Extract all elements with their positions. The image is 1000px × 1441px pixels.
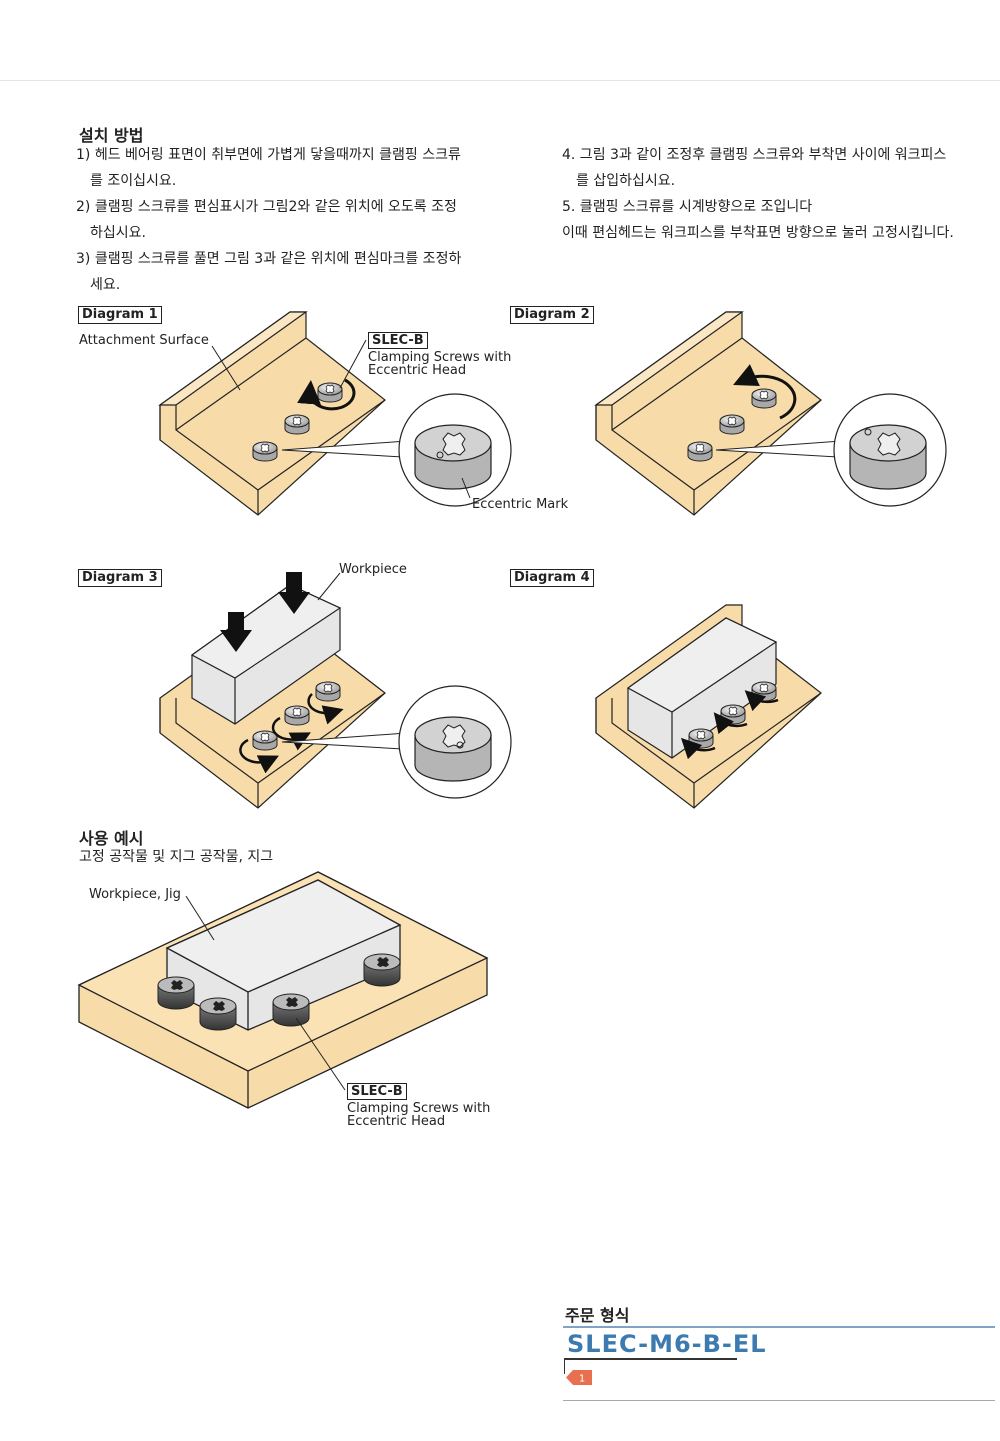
eccentric-mark-label: Eccentric Mark xyxy=(472,497,569,512)
order-rule xyxy=(563,1326,995,1328)
diagram-3-label: Diagram 3 xyxy=(78,569,162,587)
step-4-line-1: 4. 그림 3과 같이 조정후 클램핑 스크류와 부착면 사이에 워크피스 xyxy=(562,147,947,163)
order-tag-icon: 1 xyxy=(566,1370,592,1385)
step-4-line-2: 를 삽입하십시요. xyxy=(576,173,676,189)
workpiece-jig-label: Workpiece, Jig xyxy=(89,887,181,902)
order-title: 주문 형식 xyxy=(565,1306,630,1325)
step-3-line-1: 3) 클램핑 스크류를 풀면 그림 3과 같은 위치에 편심마크를 조정하 xyxy=(76,251,462,267)
diagram-4-figure xyxy=(595,604,822,809)
install-steps-right: 4. 그림 3과 같이 조정후 클램핑 스크류와 부착면 사이에 워크피스 를 … xyxy=(562,142,996,246)
install-steps-left: 1) 헤드 베어링 표면이 취부면에 가볍게 닿을때까지 클램핑 스크류 를 조… xyxy=(76,142,521,298)
order-bottom-rule xyxy=(563,1400,995,1401)
attachment-surface-label: Attachment Surface xyxy=(79,333,209,348)
diagram-2-figure xyxy=(594,311,947,516)
step-5-line-2: 이때 편심헤드는 워크피스를 부착표면 방향으로 눌러 고정시킵니다. xyxy=(562,225,954,241)
diagram-1-figure xyxy=(158,311,512,516)
diagram-3-figure xyxy=(159,572,512,809)
step-1-line-2: 를 조이십시요. xyxy=(90,173,177,189)
clamping-screws-label-line-1: Clamping Screws with xyxy=(368,350,512,365)
usage-clamping-label-line-2: Eccentric Head xyxy=(347,1114,446,1129)
order-code-underline xyxy=(564,1358,737,1360)
order-code: SLEC-M6-B-EL xyxy=(567,1330,767,1358)
diagram-4-label: Diagram 4 xyxy=(510,569,594,587)
step-5-line-1: 5. 클램핑 스크류를 시계방향으로 조입니다 xyxy=(562,199,813,215)
usage-title: 사용 예시 xyxy=(79,829,144,848)
step-3-line-2: 세요. xyxy=(90,277,121,293)
header-rule xyxy=(0,80,1000,81)
slec-b-label-usage: SLEC-B xyxy=(347,1083,407,1100)
usage-figure xyxy=(77,871,489,1109)
diagram-2-label: Diagram 2 xyxy=(510,306,594,324)
usage-clamping-label-line-1: Clamping Screws with xyxy=(347,1101,491,1116)
step-1-line-1: 1) 헤드 베어링 표면이 취부면에 가볍게 닿을때까지 클램핑 스크류 xyxy=(76,147,461,163)
order-tag-text: 1 xyxy=(579,1374,585,1385)
usage-subtitle: 고정 공작물 및 지그 공작물, 지그 xyxy=(79,849,274,865)
install-title: 설치 방법 xyxy=(79,126,144,145)
step-2-line-1: 2) 클램핑 스크류를 편심표시가 그림2와 같은 위치에 오도록 조정 xyxy=(76,199,457,215)
workpiece-label: Workpiece xyxy=(339,562,407,577)
step-2-line-2: 하십시요. xyxy=(90,225,146,241)
diagram-1-label: Diagram 1 xyxy=(78,306,162,324)
order-code-tick xyxy=(564,1358,565,1374)
clamping-screws-label-line-2: Eccentric Head xyxy=(368,363,467,378)
slec-b-label-diagram-1: SLEC-B xyxy=(368,332,428,349)
